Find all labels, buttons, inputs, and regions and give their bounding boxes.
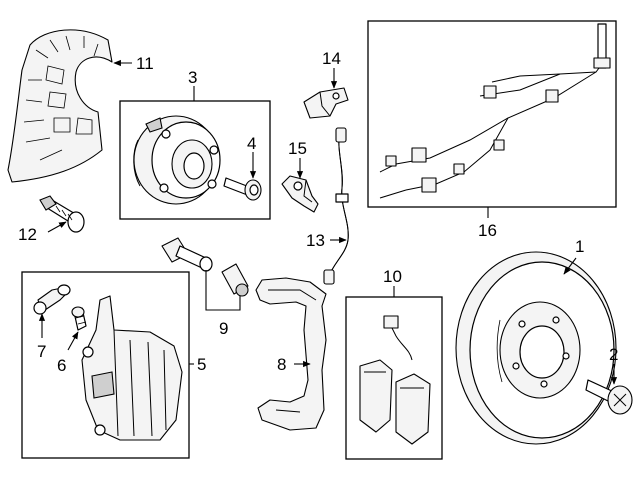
brake-pad-inner	[359, 359, 393, 433]
leader-12	[47, 221, 67, 233]
hub-bolt	[223, 177, 262, 201]
callout-16: 16	[478, 221, 497, 240]
sensor-harness	[379, 23, 611, 199]
bleeder-screw	[71, 306, 87, 331]
brake-caliper	[81, 295, 183, 441]
leader-1	[563, 257, 577, 275]
rotor-screw	[585, 379, 633, 415]
callout-9-bracket	[205, 270, 241, 311]
callout-2: 2	[609, 345, 618, 364]
guide-pin-boot	[221, 263, 249, 297]
callout-10: 10	[383, 267, 402, 286]
speed-sensor	[281, 175, 319, 213]
caliper-bracket	[255, 277, 327, 431]
wheel-hub	[133, 115, 221, 205]
hub-group-box	[119, 100, 271, 220]
brake-hose	[323, 127, 349, 285]
caliper-group-box	[21, 271, 190, 459]
bleeder-cap	[33, 284, 71, 315]
callout-14: 14	[322, 49, 341, 68]
pad-wear-sensor	[383, 315, 413, 361]
callout-12: 12	[18, 225, 37, 244]
callout-3: 3	[188, 68, 197, 87]
callout-4: 4	[247, 134, 256, 153]
sensor-bracket	[303, 87, 349, 119]
brake-rotor	[455, 251, 617, 445]
callout-15: 15	[288, 139, 307, 158]
splash-shield	[7, 29, 113, 183]
leader-6	[67, 331, 79, 351]
callout-1: 1	[575, 237, 584, 256]
callout-8: 8	[277, 355, 286, 374]
callout-5: 5	[197, 355, 206, 374]
sensor-harness-group-box	[367, 20, 617, 208]
shield-bolt	[39, 195, 85, 233]
brake-pad-outer	[395, 373, 431, 445]
callout-7: 7	[37, 342, 46, 361]
callout-6: 6	[57, 356, 66, 375]
guide-pin	[161, 237, 213, 272]
callout-9: 9	[219, 319, 228, 338]
callout-11: 11	[136, 54, 154, 73]
callout-13: 13	[306, 231, 325, 250]
